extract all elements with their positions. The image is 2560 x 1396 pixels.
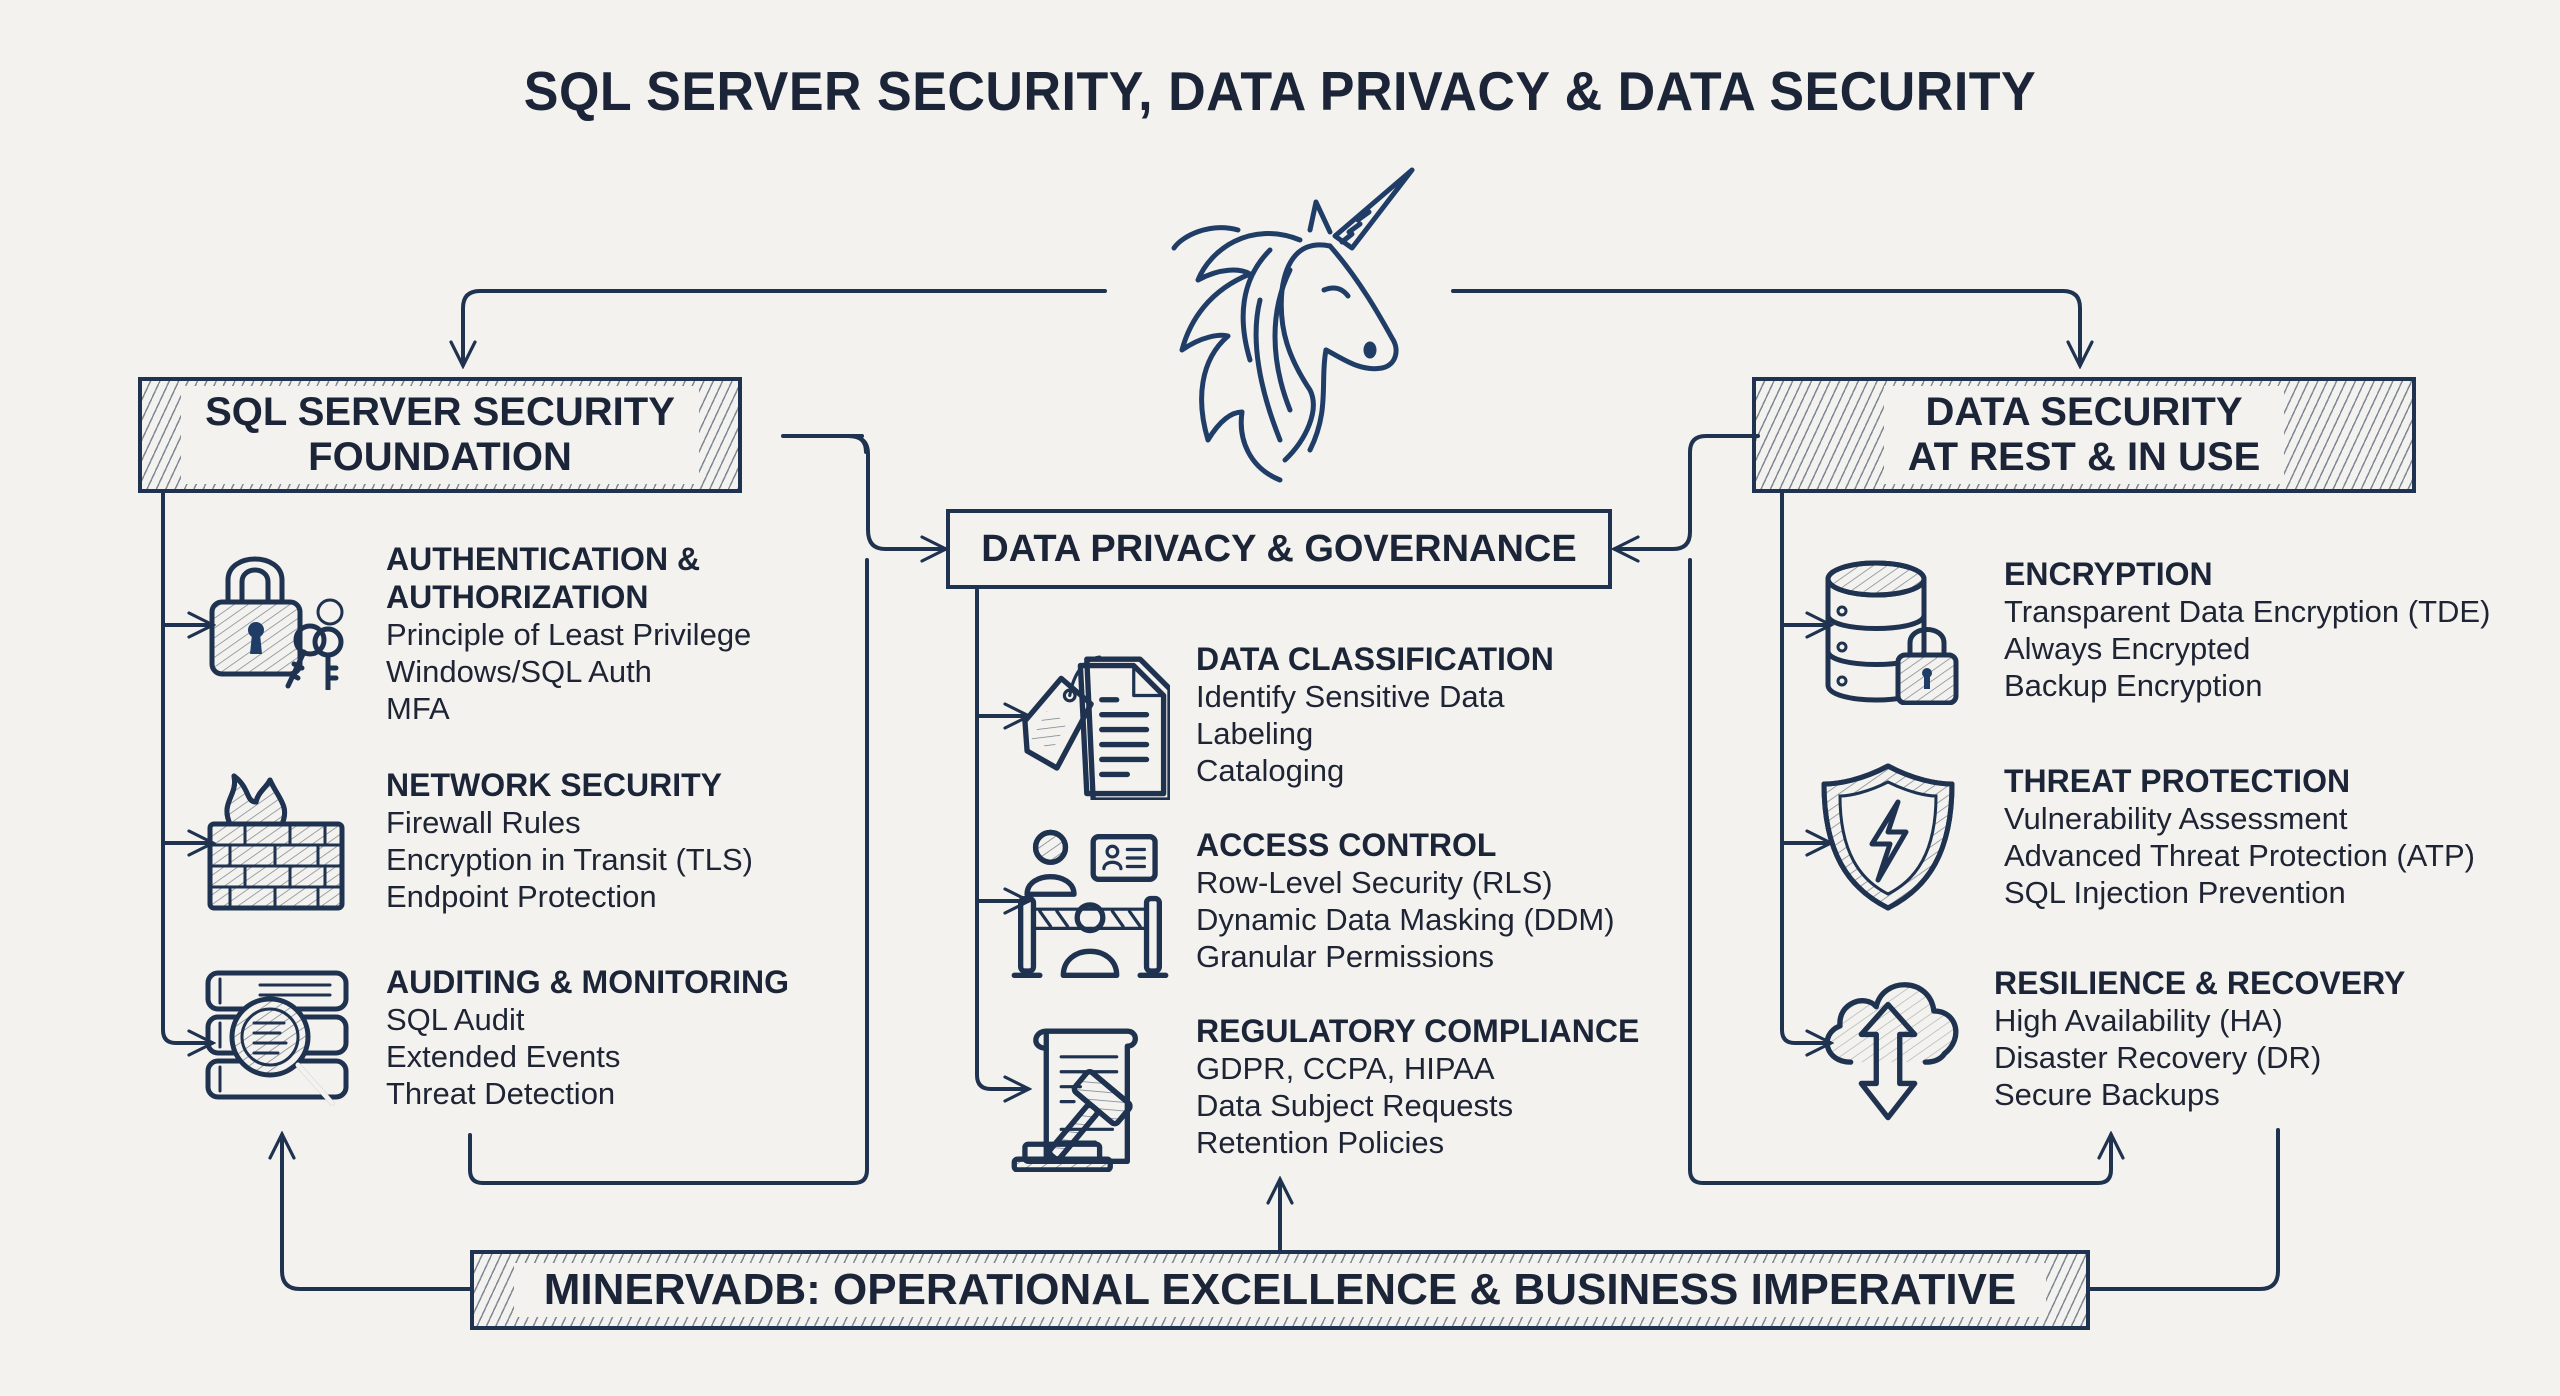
item-line: Always Encrypted bbox=[2004, 631, 2251, 666]
resilience-recovery-item: RESILIENCE & RECOVERY High Availability … bbox=[1808, 964, 2405, 1124]
item-title: AUTHENTICATION & bbox=[386, 541, 701, 577]
shield-bolt-icon bbox=[1821, 763, 1955, 911]
item-line: Row-Level Security (RLS) bbox=[1196, 865, 1553, 900]
tagged-document-icon bbox=[1022, 655, 1170, 800]
item-line: High Availability (HA) bbox=[1994, 1003, 2283, 1038]
item-line: Transparent Data Encryption (TDE) bbox=[2004, 594, 2491, 629]
banner-text: MINERVADB: OPERATIONAL EXCELLENCE & BUSI… bbox=[513, 1263, 2047, 1317]
auth-item: AUTHENTICATION & AUTHORIZATION Principle… bbox=[200, 540, 751, 727]
item-line: Data Subject Requests bbox=[1196, 1088, 1514, 1123]
item-title: REGULATORY COMPLIANCE bbox=[1196, 1013, 1640, 1049]
regulatory-compliance-item: REGULATORY COMPLIANCE GDPR, CCPA, HIPAA … bbox=[1010, 1012, 1639, 1172]
item-line: Encryption in Transit (TLS) bbox=[386, 842, 753, 877]
item-line: Windows/SQL Auth bbox=[386, 654, 652, 689]
data-security-rest-use-header: DATA SECURITY AT REST & IN USE bbox=[1752, 377, 2416, 493]
header-line-2: FOUNDATION bbox=[308, 435, 572, 479]
minervadb-banner: MINERVADB: OPERATIONAL EXCELLENCE & BUSI… bbox=[470, 1250, 2090, 1330]
sql-server-security-foundation-header: SQL SERVER SECURITY FOUNDATION bbox=[138, 377, 742, 493]
item-line: Labeling bbox=[1196, 716, 1314, 751]
page-title: SQL SERVER SECURITY, DATA PRIVACY & DATA… bbox=[523, 61, 2037, 123]
item-title: AUDITING & MONITORING bbox=[386, 964, 789, 1000]
item-title: ACCESS CONTROL bbox=[1196, 827, 1497, 863]
item-title: ENCRYPTION bbox=[2004, 556, 2213, 592]
item-line: Threat Detection bbox=[386, 1076, 616, 1111]
item-line: Identify Sensitive Data bbox=[1196, 679, 1505, 714]
item-line: Extended Events bbox=[386, 1039, 621, 1074]
auditing-monitoring-item: AUDITING & MONITORING SQL Audit Extended… bbox=[200, 963, 789, 1113]
access-control-item: ACCESS CONTROL Row-Level Security (RLS) … bbox=[1010, 826, 1615, 986]
item-line: Secure Backups bbox=[1994, 1077, 2220, 1112]
access-gate-icon bbox=[1011, 829, 1169, 978]
unicorn-head-icon bbox=[1171, 167, 1415, 483]
database-lock-icon bbox=[1825, 560, 1959, 705]
data-classification-item: DATA CLASSIFICATION Identify Sensitive D… bbox=[1010, 640, 1554, 800]
gavel-scroll-icon bbox=[1011, 1028, 1138, 1172]
item-line: Backup Encryption bbox=[2004, 668, 2263, 703]
header-line-2: AT REST & IN USE bbox=[1907, 435, 2261, 479]
item-title: RESILIENCE & RECOVERY bbox=[1994, 965, 2406, 1001]
cloud-sync-icon bbox=[1824, 982, 1959, 1121]
header-line-1: DATA SECURITY bbox=[1925, 390, 2243, 435]
item-title: NETWORK SECURITY bbox=[386, 767, 722, 803]
item-line: Disaster Recovery (DR) bbox=[1994, 1040, 2322, 1075]
item-line: SQL Audit bbox=[386, 1002, 525, 1037]
item-line: SQL Injection Prevention bbox=[2004, 875, 2346, 910]
header-line-1: SQL SERVER SECURITY bbox=[205, 390, 675, 435]
item-line: Vulnerability Assessment bbox=[2004, 801, 2348, 836]
item-line: GDPR, CCPA, HIPAA bbox=[1196, 1051, 1495, 1086]
threat-protection-item: THREAT PROTECTION Vulnerability Assessme… bbox=[1818, 762, 2475, 912]
item-line: Retention Policies bbox=[1196, 1125, 1445, 1160]
item-line: Cataloging bbox=[1196, 753, 1345, 788]
item-line: Principle of Least Privilege bbox=[386, 617, 752, 652]
firewall-icon bbox=[207, 773, 345, 911]
padlock-keys-icon bbox=[209, 556, 344, 690]
item-line: Firewall Rules bbox=[386, 805, 581, 840]
item-title: THREAT PROTECTION bbox=[2004, 763, 2351, 799]
network-security-item: NETWORK SECURITY Firewall Rules Encrypti… bbox=[200, 766, 753, 916]
item-title: DATA CLASSIFICATION bbox=[1196, 641, 1554, 677]
data-privacy-governance-header: DATA PRIVACY & GOVERNANCE bbox=[946, 509, 1612, 589]
item-line: Dynamic Data Masking (DDM) bbox=[1196, 902, 1615, 937]
item-line: Granular Permissions bbox=[1196, 939, 1495, 974]
item-line: MFA bbox=[386, 691, 450, 726]
item-line: Advanced Threat Protection (ATP) bbox=[2004, 838, 2475, 873]
encryption-item: ENCRYPTION Transparent Data Encryption (… bbox=[1818, 555, 2490, 705]
item-title: AUTHORIZATION bbox=[386, 579, 649, 615]
item-line: Endpoint Protection bbox=[386, 879, 657, 914]
audit-magnifier-icon bbox=[205, 970, 349, 1106]
